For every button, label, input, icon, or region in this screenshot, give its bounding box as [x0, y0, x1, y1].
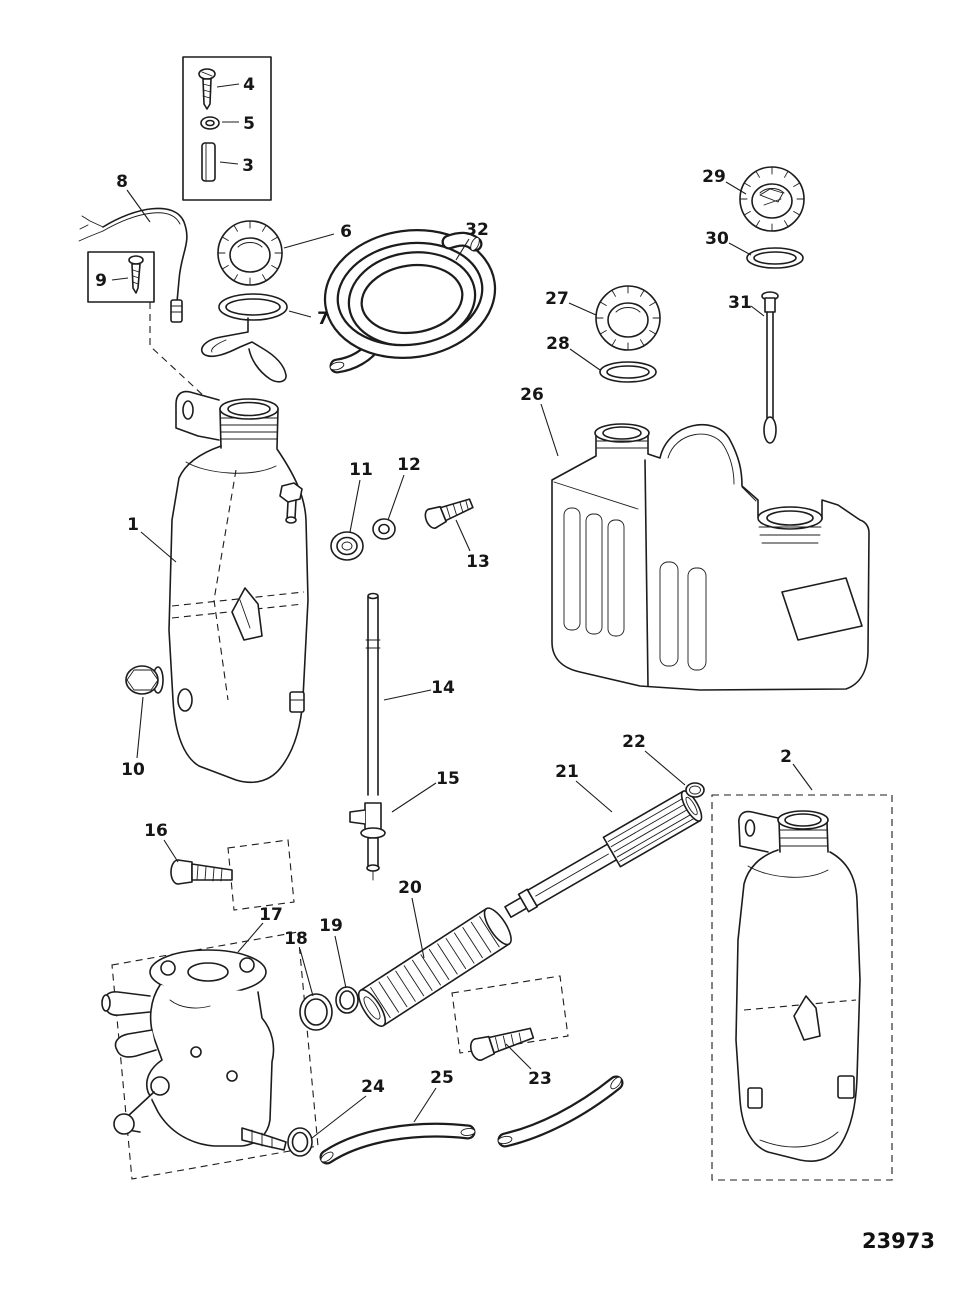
spacer-icon: [201, 142, 216, 182]
oil-hose-coil: [323, 228, 497, 374]
wire-harness: [78, 207, 188, 323]
callout-28: 28: [546, 334, 570, 354]
oil-pump: [101, 949, 287, 1151]
callout-6: 6: [340, 222, 352, 242]
assembly-dash-line: [149, 302, 207, 399]
leader-lines: [111, 83, 813, 1139]
remote-oil-tank: [551, 423, 870, 691]
pickup-bracket: [200, 317, 287, 383]
outlet-hose-right: [497, 1075, 624, 1148]
pump-driveshaft: [504, 790, 703, 918]
callout-4: 4: [243, 75, 255, 95]
callout-2: 2: [780, 747, 792, 767]
callout-12: 12: [397, 455, 421, 475]
callout-24: 24: [361, 1077, 385, 1097]
fill-tube: [365, 592, 381, 796]
callout-31: 31: [728, 293, 752, 313]
drain-plug: [125, 665, 164, 695]
cover-bolt: [469, 1027, 535, 1061]
filler-tube: [357, 907, 512, 1027]
callout-14: 14: [431, 678, 455, 698]
callout-29: 29: [702, 167, 726, 187]
callout-19: 19: [319, 916, 343, 936]
callout-26: 26: [520, 385, 544, 405]
callout-18: 18: [284, 929, 308, 949]
screw-icon: [198, 68, 216, 110]
check-valve-fitting: [349, 802, 386, 881]
washer-icon: [200, 116, 220, 130]
shaft-seal-ring: [685, 782, 705, 798]
callout-5: 5: [243, 114, 255, 134]
o-ring-large: [299, 993, 333, 1031]
callout-27: 27: [545, 289, 569, 309]
gauge-cap-detail: [759, 188, 784, 206]
bolt23-dash-frame: [451, 975, 569, 1054]
gauge-cap-seal: [746, 247, 804, 269]
grommet: [330, 531, 364, 561]
callout-13: 13: [466, 552, 490, 572]
oil-reservoir: [168, 390, 309, 784]
callout-25: 25: [430, 1068, 454, 1088]
filler-cap-icon: [217, 220, 283, 286]
callout-32: 32: [465, 220, 489, 240]
reservoir-alt-view: [711, 794, 893, 1181]
hose-clamp: [287, 1127, 313, 1157]
callout-9: 9: [95, 271, 107, 291]
cap-seal: [218, 293, 288, 321]
callout-16: 16: [144, 821, 168, 841]
bolt16-dash-frame: [227, 839, 295, 911]
callout-7: 7: [317, 309, 329, 329]
callout-1: 1: [127, 515, 139, 535]
callout-11: 11: [349, 460, 373, 480]
tank-fill-cap-seal: [599, 361, 657, 383]
drawing-number: 23973: [862, 1229, 935, 1253]
outlet-hose-left: [319, 1122, 476, 1165]
callout-21: 21: [555, 762, 579, 782]
screw-box: [87, 251, 155, 303]
mounting-screw: [424, 498, 474, 529]
dipstick: [761, 291, 779, 444]
callout-8: 8: [116, 172, 128, 192]
callout-23: 23: [528, 1069, 552, 1089]
callout-22: 22: [622, 732, 646, 752]
o-ring-small: [335, 986, 359, 1014]
callout-30: 30: [705, 229, 729, 249]
hardware-kit-box: [182, 56, 272, 201]
small-washer: [372, 518, 396, 540]
tank-fill-cap-icon: [595, 285, 661, 351]
callout-20: 20: [398, 878, 422, 898]
callout-10: 10: [121, 760, 145, 780]
callout-15: 15: [436, 769, 460, 789]
pump-dash-frame: [111, 931, 319, 1180]
pump-bolt: [170, 859, 233, 885]
callout-3: 3: [242, 156, 254, 176]
callout-17: 17: [259, 905, 283, 925]
gauge-cap-icon: [739, 166, 805, 232]
